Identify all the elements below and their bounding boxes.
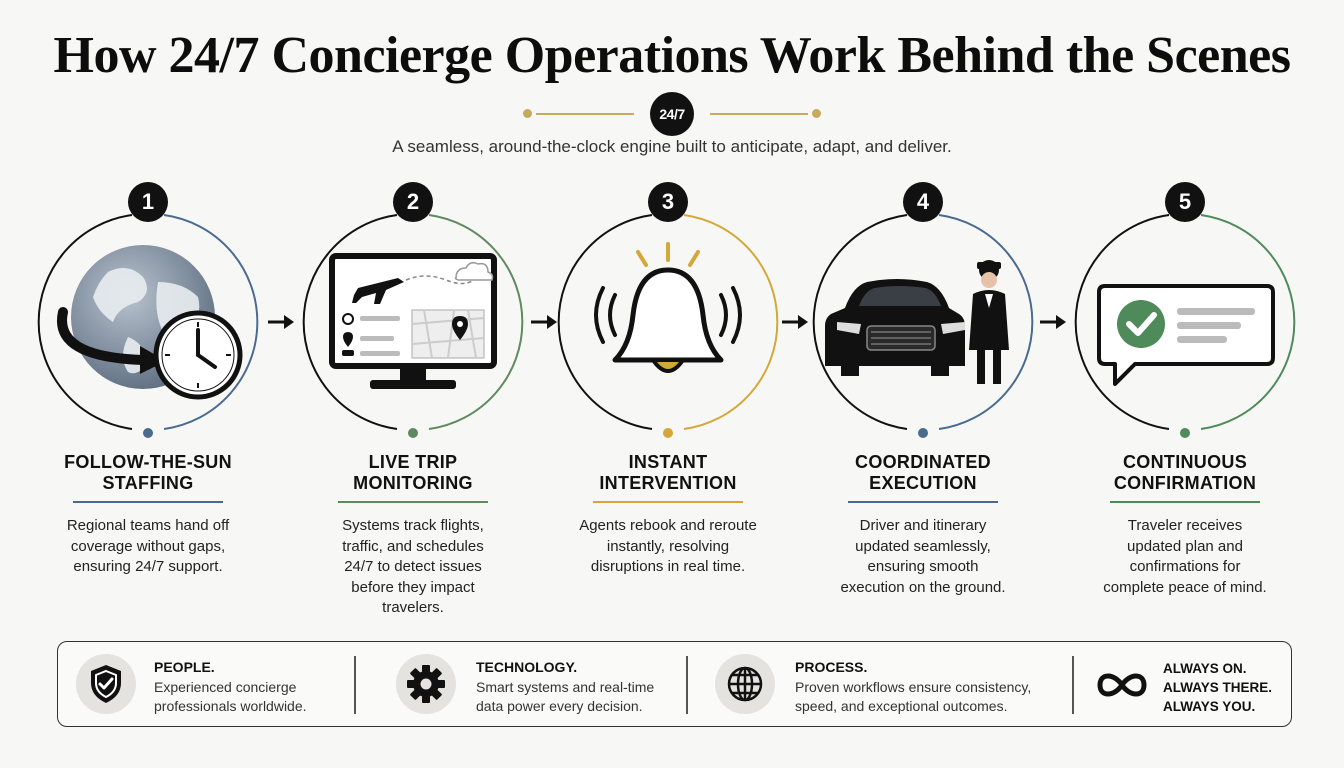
step-underline: [338, 501, 488, 503]
step-number: 5: [1165, 182, 1205, 222]
globe-icon: [715, 654, 775, 714]
step-ring: [812, 214, 1034, 430]
step-ring: [1074, 214, 1296, 430]
gear-icon: [396, 654, 456, 714]
step-ring: [37, 214, 259, 430]
divider-dot: [523, 109, 532, 118]
step-description: Systems track flights,traffic, and sched…: [342, 517, 484, 616]
divider-dot: [812, 109, 821, 118]
pillar-text: Proven workflows ensure consistency,spee…: [795, 679, 1032, 714]
divider-line: [536, 113, 634, 115]
pillar-title: TECHNOLOGY.: [476, 659, 578, 675]
arrow-right-icon: [268, 315, 294, 329]
divider: [1072, 656, 1074, 714]
step-ring: [302, 214, 524, 430]
step-dot: [663, 428, 673, 438]
confirmation-message-icon: [1097, 284, 1275, 386]
arrow-right-icon: [782, 315, 808, 329]
divider: [686, 656, 688, 714]
badge-divider: 24/7: [0, 92, 1344, 136]
step-underline: [848, 501, 998, 503]
step-underline: [73, 501, 223, 503]
arrow-right-icon: [1040, 315, 1066, 329]
infinity-icon: [1097, 673, 1147, 697]
pillar-process: PROCESS. Proven workflows ensure consist…: [715, 642, 1055, 726]
globe-clock-icon: [57, 245, 243, 400]
step-underline: [1110, 501, 1260, 503]
step-ring: [557, 214, 779, 430]
always-tagline: ALWAYS ON.ALWAYS THERE.ALWAYS YOU.: [1163, 661, 1273, 714]
page-title: How 24/7 Concierge Operations Work Behin…: [53, 27, 1291, 84]
step-dot: [918, 428, 928, 438]
24-7-badge: 24/7: [650, 92, 694, 136]
divider-line: [710, 113, 808, 115]
step-dot: [1180, 428, 1190, 438]
step-dot: [408, 428, 418, 438]
monitor-map-icon: [329, 253, 497, 389]
step-number: 2: [393, 182, 433, 222]
pillar-title: PEOPLE.: [154, 659, 215, 675]
divider: [354, 656, 356, 714]
step-underline: [593, 501, 743, 503]
alert-bell-icon: [594, 242, 742, 373]
step-number: 1: [128, 182, 168, 222]
page-subtitle: A seamless, around-the-clock engine buil…: [392, 137, 952, 156]
step-dot: [143, 428, 153, 438]
car-chauffeur-icon: [825, 260, 1009, 384]
arrow-right-icon: [531, 315, 557, 329]
step-number: 4: [903, 182, 943, 222]
shield-check-icon: [76, 654, 136, 714]
pillar-title: PROCESS.: [795, 659, 868, 675]
step-number: 3: [648, 182, 688, 222]
